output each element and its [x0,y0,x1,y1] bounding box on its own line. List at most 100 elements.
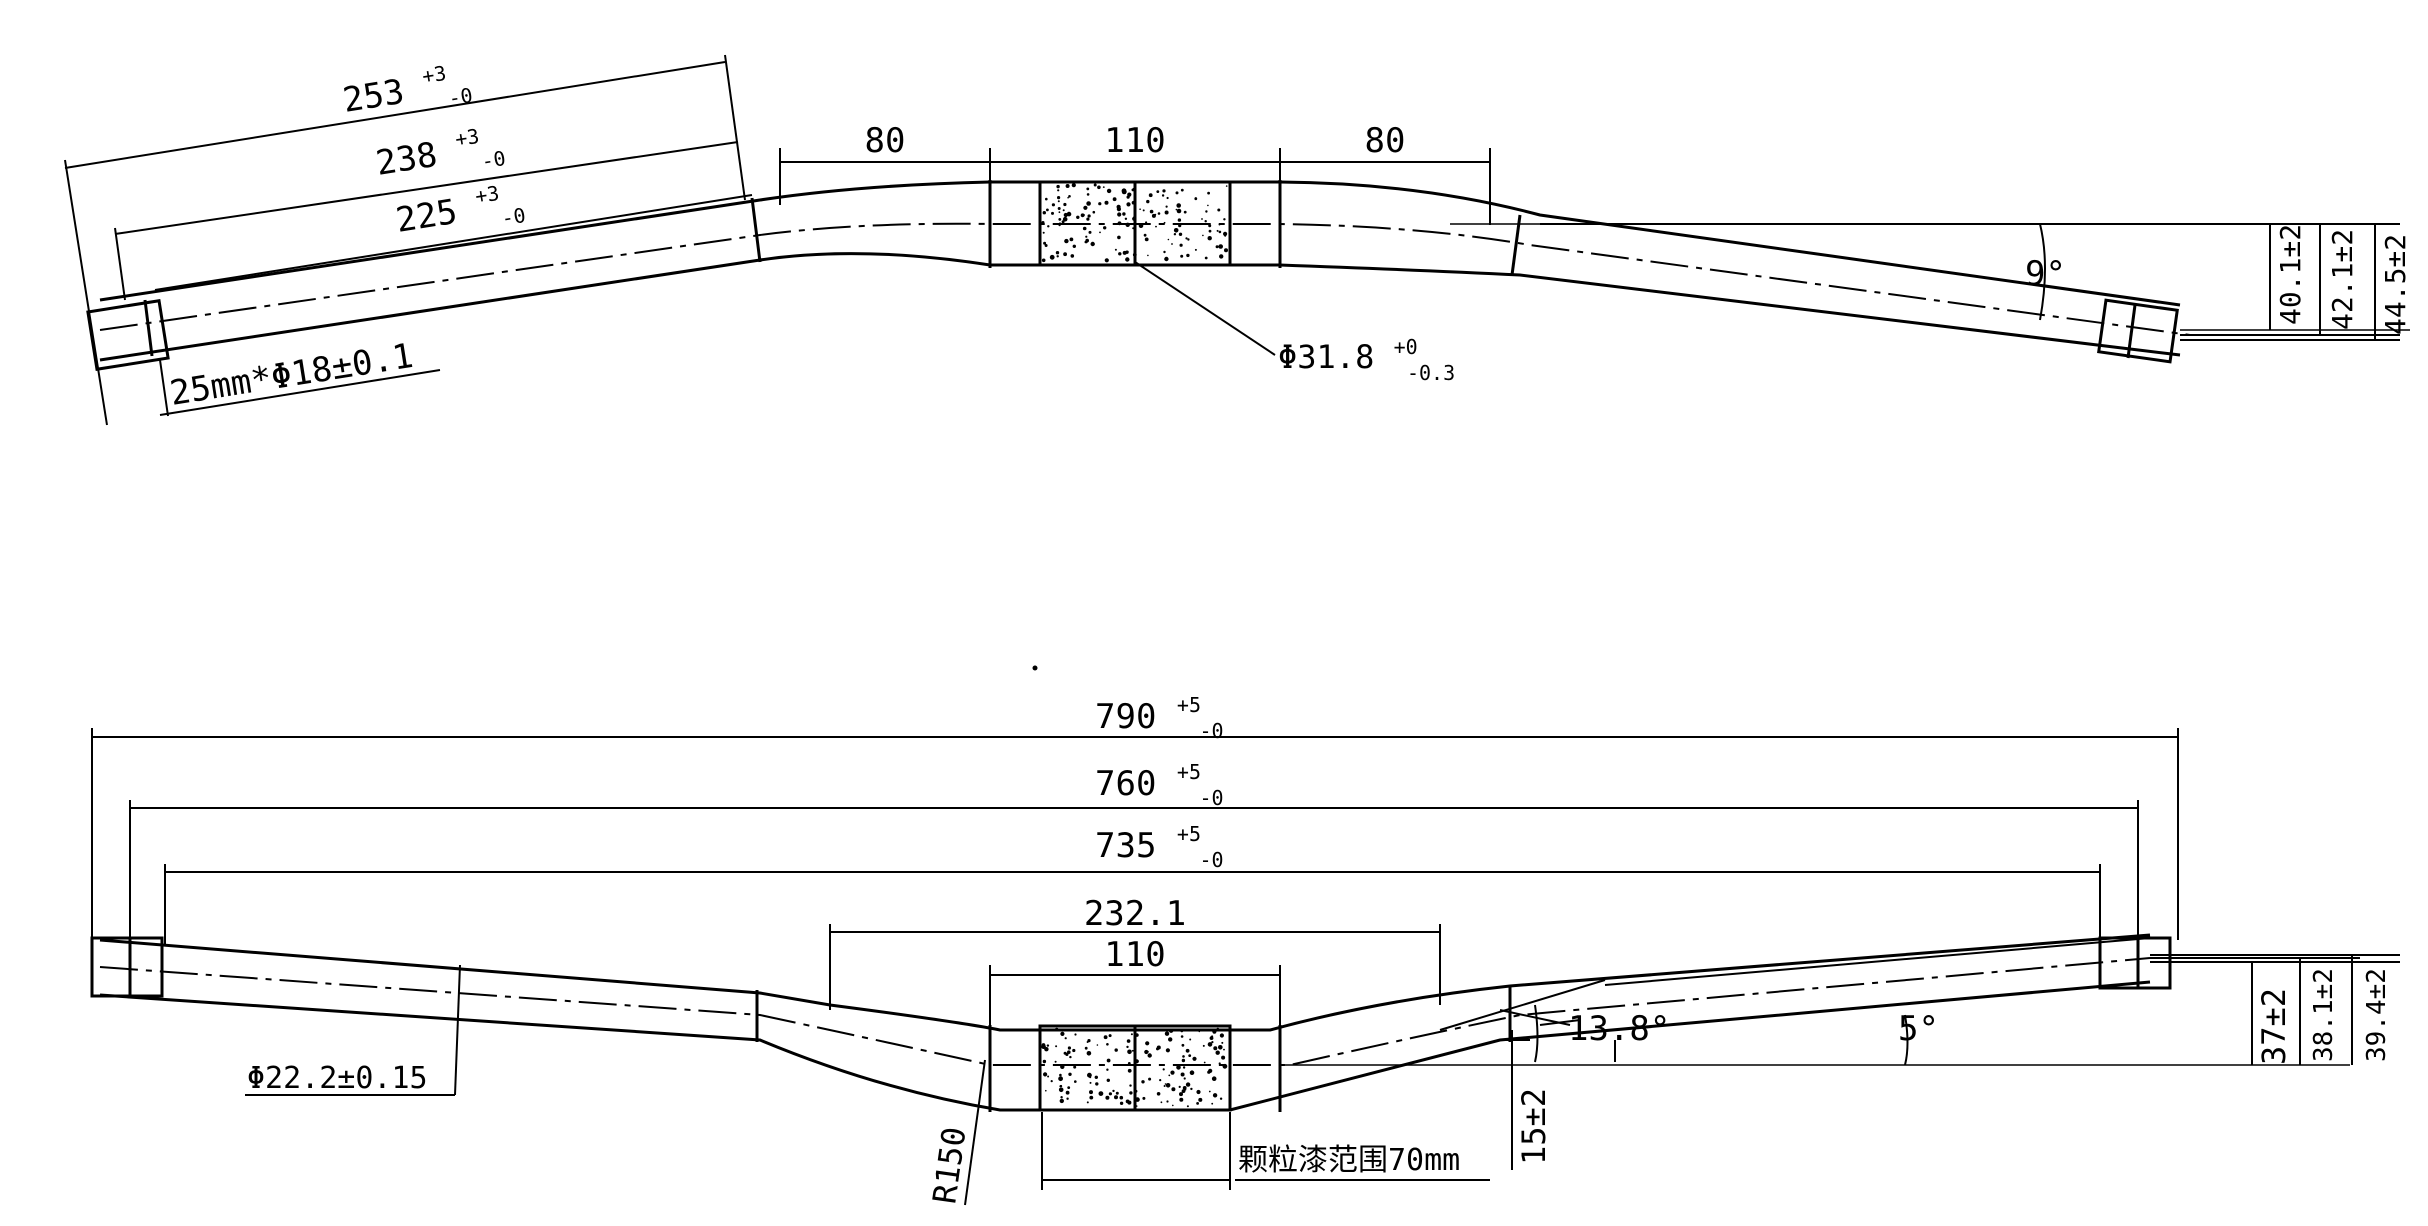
front-grip-leader [454,964,461,1096]
paint-speck [1086,187,1090,191]
paint-speck [1215,245,1219,249]
paint-speck [1043,241,1047,245]
paint-speck [1057,196,1061,200]
paint-speck [1069,237,1074,242]
paint-speck [1216,1027,1220,1031]
paint-speck [1198,1097,1203,1102]
paint-speck [1223,1048,1225,1051]
paint-speck [1134,1089,1138,1093]
paint-speck [1126,1045,1129,1049]
paint-speck [1130,1033,1133,1036]
paint-speck [1055,251,1060,255]
paint-speck [1059,222,1061,224]
paint-speck [1202,234,1204,237]
paint-speck [1089,1081,1092,1084]
paint-speck [1198,1030,1201,1033]
top-dim-42-1-label: 42.1±2 [2326,229,2359,330]
paint-speck [1065,184,1070,188]
front-dim-790-label: 790 +5 -0 [1095,681,1224,743]
paint-speck [1106,1068,1109,1071]
paint-speck [1164,210,1169,215]
paint-speck [1049,254,1055,260]
top-dim-238-label: 238 +3 -0 [371,108,508,189]
stray-dot [1032,665,1038,671]
paint-speck [1186,1105,1189,1108]
paint-speck [1059,1098,1065,1104]
paint-speck [1069,1055,1072,1059]
paint-speck [1192,1056,1197,1061]
paint-speck [1087,1072,1092,1078]
paint-speck [1222,1064,1225,1066]
paint-speck [1086,1051,1092,1056]
front-angle-5-arc [1904,1014,1909,1066]
paint-speck [1050,1080,1053,1083]
paint-speck [1135,1033,1139,1037]
paint-speck [1166,1100,1169,1103]
paint-speck [1055,1045,1058,1048]
paint-speck [1067,1050,1071,1054]
paint-speck [1051,203,1055,207]
paint-speck [1176,1065,1181,1070]
paint-speck [1058,1087,1064,1093]
paint-speck [1042,231,1045,234]
paint-speck [1126,202,1131,207]
paint-speck [1087,214,1091,218]
paint-speck [1138,223,1144,228]
paint-speck [1117,212,1122,217]
top-end-spec-tick [159,359,169,417]
paint-speck [1180,1072,1185,1077]
paint-speck [1205,210,1208,213]
paint-speck [1122,212,1126,216]
paint-speck [1082,226,1087,231]
paint-speck [1090,241,1095,247]
paint-speck [1156,1045,1161,1050]
paint-speck [1073,1065,1077,1069]
paint-speck [1164,256,1169,262]
paint-speck [1179,1092,1183,1097]
top-dim-238-ext-left [114,227,126,301]
front-dim-232-label: 232.1 [1084,894,1186,934]
paint-speck [1103,226,1107,230]
top-clamp-diameter-label: Φ31.8 +0 -0.3 [1278,324,1455,385]
paint-speck [1112,197,1117,202]
paint-speck [1211,1076,1217,1081]
paint-speck [1164,1083,1167,1085]
top-dim-110-label: 110 [1104,121,1165,161]
paint-speck [1155,225,1157,228]
paint-speck [1185,1082,1191,1087]
paint-speck [1045,1089,1047,1092]
paint-speck [1125,1099,1130,1104]
paint-speck [1116,207,1121,212]
paint-speck [1089,1095,1094,1100]
paint-speck [1212,1093,1218,1098]
paint-speck [1179,1097,1184,1102]
paint-speck [1178,232,1183,236]
paint-speck [1067,1046,1071,1050]
front-grip-diameter-label: Φ22.2±0.15 [247,1061,428,1096]
paint-speck [1064,1037,1067,1040]
top-break-left [750,197,762,263]
paint-speck [1061,220,1065,224]
paint-speck [1059,1073,1062,1077]
front-bar-centerline [99,957,2151,1066]
paint-speck [1194,248,1197,251]
paint-speck [1215,1050,1220,1055]
paint-speck [1165,205,1168,208]
paint-speck [1218,223,1221,226]
paint-speck [1134,1059,1139,1064]
paint-speck [1086,201,1091,206]
paint-speck [1217,208,1221,212]
paint-speck [1057,207,1061,210]
paint-speck [1055,1027,1059,1032]
paint-speck [1149,209,1154,214]
paint-speck [1106,1078,1111,1083]
paint-speck [1092,210,1096,214]
paint-speck [1071,183,1076,188]
paint-speck [1058,223,1061,227]
paint-speck [1146,1050,1149,1053]
front-dim-760-label: 760 +5 -0 [1095,748,1224,810]
paint-speck [1051,211,1054,215]
paint-speck [1117,221,1122,226]
paint-speck [1131,188,1135,192]
paint-speck [1221,1041,1224,1044]
